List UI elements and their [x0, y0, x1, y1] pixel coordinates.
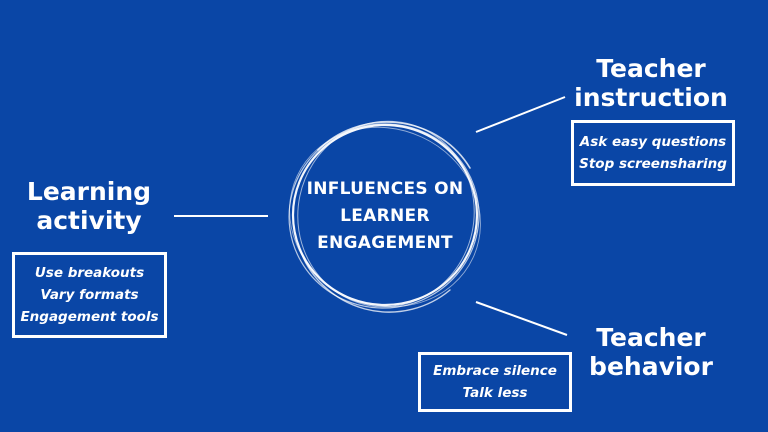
list-item: Vary formats	[40, 287, 139, 303]
heading-line: Teacher	[596, 323, 706, 352]
heading-line: activity	[36, 206, 142, 235]
learning-activity-box: Use breakouts Vary formats Engagement to…	[12, 252, 167, 338]
heading-line: Learning	[26, 177, 152, 206]
center-title-line: LEARNER	[340, 206, 430, 226]
list-item: Stop screensharing	[579, 156, 727, 172]
teacher-behavior-heading: Teacher behavior	[578, 323, 724, 381]
list-item: Ask easy questions	[579, 134, 727, 150]
heading-line: behavior	[589, 352, 713, 381]
heading-line: Teacher	[596, 54, 706, 83]
connector-teacher-behavior	[475, 301, 568, 336]
center-circle	[288, 120, 481, 313]
center-title: INFLUENCES ON LEARNER ENGAGEMENT	[292, 176, 478, 257]
teacher-instruction-box: Ask easy questions Stop screensharing	[571, 120, 735, 186]
connector-teacher-instruction	[475, 96, 566, 133]
list-item: Use breakouts	[34, 265, 145, 281]
center-title-line: INFLUENCES ON	[306, 179, 464, 199]
learning-activity-heading: Learning activity	[14, 177, 164, 235]
list-item: Engagement tools	[20, 309, 159, 325]
teacher-behavior-box: Embrace silence Talk less	[418, 352, 572, 412]
heading-line: instruction	[574, 83, 728, 112]
center-title-line: ENGAGEMENT	[317, 233, 453, 253]
list-item: Talk less	[462, 385, 528, 401]
list-item: Embrace silence	[433, 363, 557, 379]
teacher-instruction-heading: Teacher instruction	[568, 54, 734, 112]
